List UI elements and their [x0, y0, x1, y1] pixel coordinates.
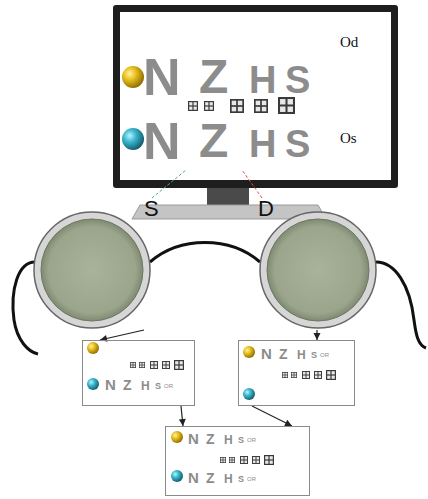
chart-letter: N	[188, 431, 199, 446]
cyan-ball	[171, 470, 183, 482]
chart-letter: OR	[247, 476, 256, 482]
eye-label: Os	[340, 131, 357, 146]
lens-rim	[260, 212, 376, 328]
chart-letter: N	[105, 377, 116, 392]
chart-letter: S	[285, 61, 310, 99]
grid-square	[130, 362, 136, 368]
grid-square	[278, 97, 295, 114]
arrow-head	[179, 419, 186, 426]
chart-letter: N	[261, 346, 272, 361]
cyan-ball	[87, 378, 99, 390]
grid-square	[220, 457, 226, 463]
grid-square	[188, 101, 198, 111]
grid-square	[264, 455, 274, 465]
arrow-connector	[179, 406, 186, 426]
sight-line	[242, 170, 262, 198]
arrow-connector	[314, 330, 321, 340]
chart-letter: H	[249, 61, 276, 99]
monitor-neck	[207, 188, 249, 206]
chart-letter: H	[224, 473, 233, 485]
combined-view: NZHSORNZHSOR	[165, 426, 310, 496]
chart-letter: S	[155, 382, 161, 391]
lens-right: D	[254, 198, 380, 330]
chart-letter: Z	[199, 53, 228, 101]
lens-rim	[34, 212, 150, 328]
chart-letter: Z	[206, 432, 215, 446]
grid-square	[314, 371, 322, 379]
yellow-ball	[122, 66, 144, 88]
chart-letter: OR	[164, 383, 173, 389]
yellow-ball	[87, 342, 99, 354]
chart-letter: N	[143, 51, 181, 103]
grid-square	[240, 456, 248, 464]
right-eye-view: NZHSOR	[238, 340, 355, 406]
chart-letter: S	[311, 351, 317, 360]
chart-letter: H	[141, 380, 150, 392]
chart-letter: H	[297, 349, 306, 361]
sight-line	[152, 170, 186, 198]
chart-letter: H	[249, 125, 276, 163]
grid-square	[302, 371, 310, 379]
lens	[41, 219, 143, 321]
grid-square	[162, 361, 170, 369]
eye-label: Od	[340, 35, 358, 50]
chart-letter: Z	[279, 347, 288, 361]
chart-letter: S	[285, 125, 310, 163]
chart-letter: Z	[123, 378, 132, 392]
grid-square	[229, 457, 235, 463]
grid-square	[254, 99, 268, 113]
chart-letter: S	[238, 436, 244, 445]
lens	[267, 219, 369, 321]
cyan-ball	[243, 388, 255, 400]
chart-letter: OR	[247, 437, 256, 443]
grid-square	[174, 360, 184, 370]
grid-square	[139, 362, 145, 368]
grid-square	[204, 101, 214, 111]
grid-square	[326, 370, 336, 380]
chart-letter: S	[238, 475, 244, 484]
grid-square	[282, 372, 288, 378]
left-eye-view: NZHSOR	[82, 340, 195, 406]
yellow-ball	[171, 431, 183, 443]
grid-square	[150, 361, 158, 369]
chart-letter: D	[258, 198, 274, 220]
glasses-bridge	[150, 243, 260, 263]
yellow-ball	[243, 346, 255, 358]
grid-square	[252, 456, 260, 464]
chart-letter: N	[143, 115, 181, 167]
chart-letter: Z	[199, 117, 228, 165]
arrow-head	[314, 333, 321, 340]
monitor-screen: NZHS OdNZHS Os	[113, 5, 398, 188]
monitor-screen-area	[120, 12, 391, 180]
connector-line	[252, 406, 292, 426]
monitor-frame	[113, 5, 398, 188]
arrow-connector	[252, 406, 292, 426]
glasses-temple	[376, 262, 426, 348]
grid-square	[291, 372, 297, 378]
chart-letter: Z	[206, 471, 215, 485]
grid-square	[230, 99, 244, 113]
chart-letter: OR	[320, 352, 329, 358]
cyan-ball	[122, 128, 144, 150]
chart-letter: S	[144, 198, 159, 220]
lens-left: S	[30, 198, 158, 330]
chart-letter: H	[224, 434, 233, 446]
chart-letter: N	[188, 470, 199, 485]
